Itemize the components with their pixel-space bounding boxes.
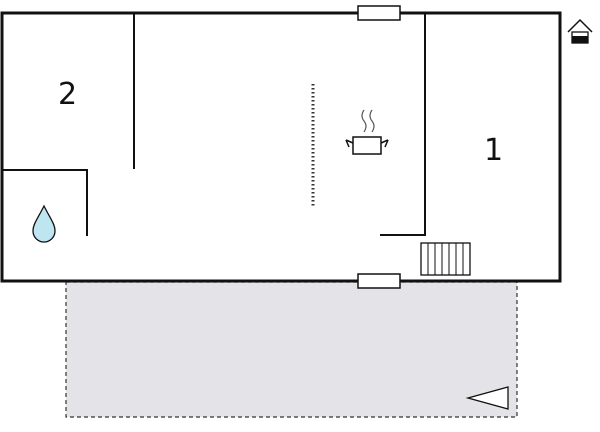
room-1-label: 1 <box>484 133 503 168</box>
kitchen-pot-icon <box>345 109 389 155</box>
window-bottom <box>357 273 401 289</box>
terrace-area <box>65 281 518 418</box>
water-drop-icon <box>32 204 56 243</box>
north-arrow-icon <box>465 386 509 410</box>
outer-wall <box>0 11 562 283</box>
house-entrance-icon <box>567 18 593 44</box>
window-top <box>357 5 401 21</box>
room-2-label: 2 <box>58 77 77 112</box>
stairs-icon <box>420 242 471 276</box>
